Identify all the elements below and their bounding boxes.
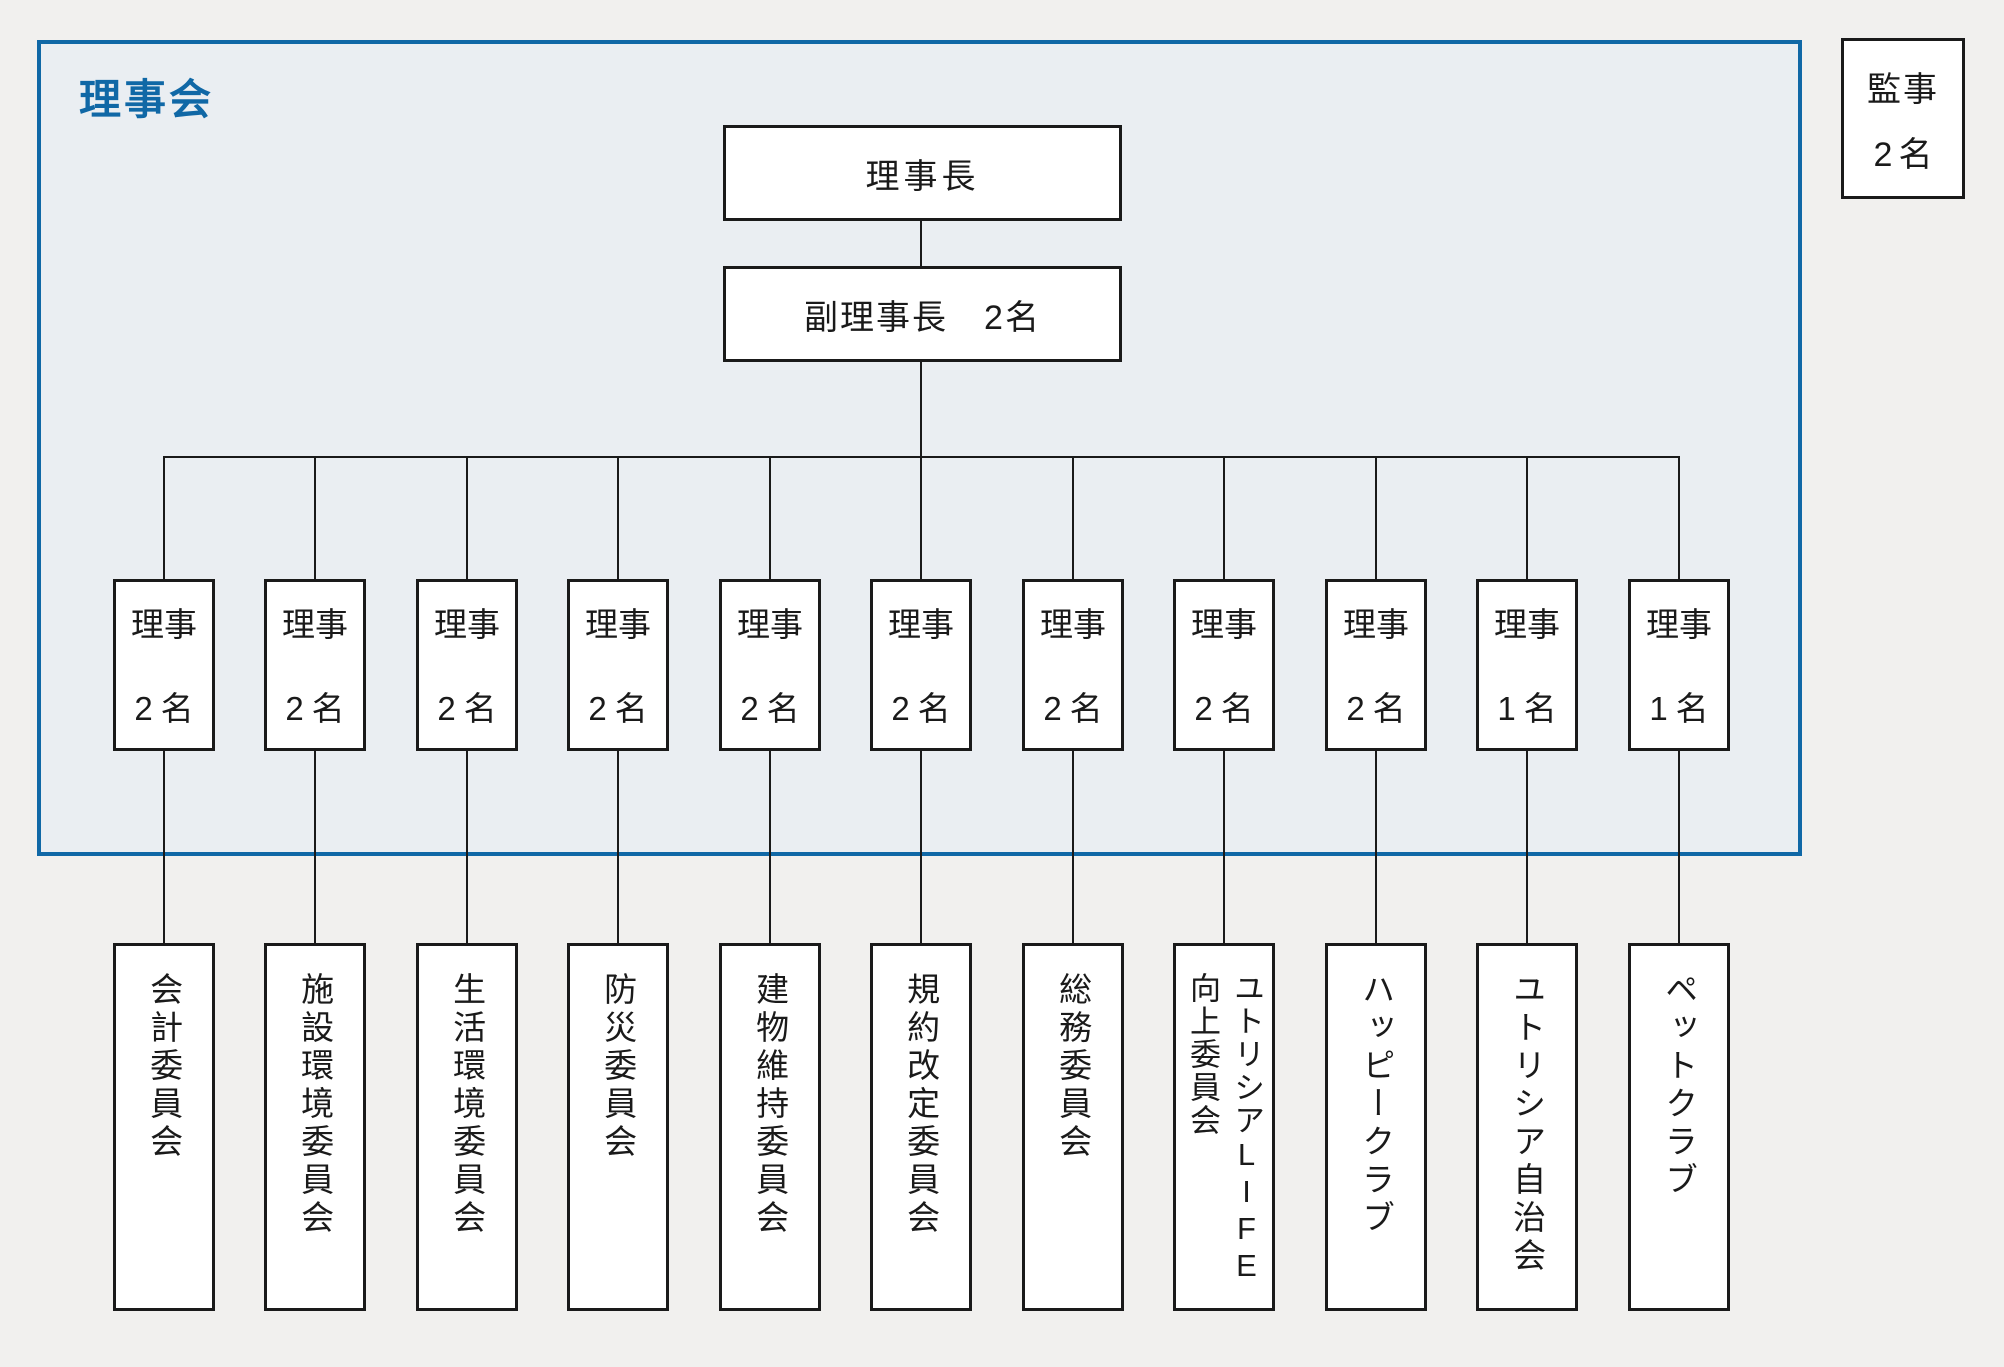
connector-line — [466, 457, 468, 579]
connector-line — [163, 457, 165, 579]
connector-line — [1223, 457, 1225, 579]
director-role-label: 理事 — [585, 606, 651, 643]
director-count-label: 2名 — [1194, 690, 1262, 727]
committee-box: ユトリシア自治会 — [1476, 943, 1578, 1311]
connector-line — [920, 749, 922, 943]
director-count-label: 2名 — [740, 690, 808, 727]
connector-line — [617, 749, 619, 943]
board-title: 理事会 — [79, 76, 215, 123]
director-box: 理事 2名 — [567, 579, 669, 751]
committee-label: 建物維持委員会 — [751, 972, 789, 1238]
committee-label: 総務委員会 — [1054, 972, 1092, 1162]
director-box: 理事 2名 — [1325, 579, 1427, 751]
director-count-label: 2名 — [1043, 690, 1111, 727]
committee-label: ハッピークラブ — [1357, 972, 1395, 1238]
director-count-label: 1名 — [1649, 690, 1717, 727]
director-box: 理事 2名 — [870, 579, 972, 751]
connector-line — [1072, 457, 1074, 579]
director-count-label: 2名 — [891, 690, 959, 727]
connector-line — [769, 457, 771, 579]
committee-box: 建物維持委員会 — [719, 943, 821, 1311]
auditor-box: 監事 2名 — [1841, 38, 1965, 199]
committee-box: 会計委員会 — [113, 943, 215, 1311]
committee-box: ペットクラブ — [1628, 943, 1730, 1311]
director-box: 理事 1名 — [1628, 579, 1730, 751]
director-role-label: 理事 — [1040, 606, 1106, 643]
director-role-label: 理事 — [1343, 606, 1409, 643]
director-count-label: 2名 — [588, 690, 656, 727]
connector-line — [920, 360, 922, 457]
director-count-label: 2名 — [285, 690, 353, 727]
committee-box: 総務委員会 — [1022, 943, 1124, 1311]
vice-chairman-label: 副理事長 2名 — [804, 298, 1041, 337]
committee-label: 生活環境委員会 — [448, 972, 486, 1238]
director-box: 理事 2名 — [416, 579, 518, 751]
director-role-label: 理事 — [282, 606, 348, 643]
director-role-label: 理事 — [131, 606, 197, 643]
connector-line — [466, 749, 468, 943]
committee-box: ハッピークラブ — [1325, 943, 1427, 1311]
connector-line — [920, 457, 922, 579]
committee-label: ユトリシアLIFE 向上委員会 — [1185, 972, 1265, 1285]
connector-line — [1526, 457, 1528, 579]
director-box: 理事 2名 — [264, 579, 366, 751]
connector-line — [163, 749, 165, 943]
director-box: 理事 2名 — [1022, 579, 1124, 751]
director-box: 理事 2名 — [719, 579, 821, 751]
committee-box: 防災委員会 — [567, 943, 669, 1311]
director-box: 理事 2名 — [1173, 579, 1275, 751]
vice-chairman-box: 副理事長 2名 — [723, 266, 1122, 362]
director-count-label: 2名 — [134, 690, 202, 727]
committee-label: 防災委員会 — [599, 972, 637, 1162]
auditor-label: 監事 — [1867, 70, 1939, 109]
director-role-label: 理事 — [434, 606, 500, 643]
director-count-label: 1名 — [1497, 690, 1565, 727]
connector-line — [617, 457, 619, 579]
director-role-label: 理事 — [1646, 606, 1712, 643]
director-box: 理事 2名 — [113, 579, 215, 751]
chairman-box: 理事長 — [723, 125, 1122, 221]
committee-box: 規約改定委員会 — [870, 943, 972, 1311]
committee-label: ユトリシア自治会 — [1508, 972, 1546, 1276]
director-role-label: 理事 — [1494, 606, 1560, 643]
connector-line — [769, 749, 771, 943]
connector-line — [1375, 749, 1377, 943]
committee-box: 施設環境委員会 — [264, 943, 366, 1311]
connector-line — [920, 221, 922, 266]
committee-label: ペットクラブ — [1660, 972, 1698, 1200]
connector-line — [1375, 457, 1377, 579]
director-role-label: 理事 — [888, 606, 954, 643]
connector-line — [1526, 749, 1528, 943]
connector-line — [1678, 457, 1680, 579]
chairman-label: 理事長 — [865, 157, 980, 196]
connector-line — [1678, 749, 1680, 943]
director-box: 理事 1名 — [1476, 579, 1578, 751]
director-count-label: 2名 — [1346, 690, 1414, 727]
connector-line — [1072, 749, 1074, 943]
committee-label: 規約改定委員会 — [902, 972, 940, 1238]
connector-line — [314, 457, 316, 579]
director-role-label: 理事 — [737, 606, 803, 643]
committee-box: ユトリシアLIFE 向上委員会 — [1173, 943, 1275, 1311]
committee-label: 施設環境委員会 — [296, 972, 334, 1238]
connector-line — [314, 749, 316, 943]
connector-line — [1223, 749, 1225, 943]
director-count-label: 2名 — [437, 690, 505, 727]
committee-label: 会計委員会 — [145, 972, 183, 1162]
director-role-label: 理事 — [1191, 606, 1257, 643]
auditor-count: 2名 — [1873, 135, 1939, 174]
committee-box: 生活環境委員会 — [416, 943, 518, 1311]
